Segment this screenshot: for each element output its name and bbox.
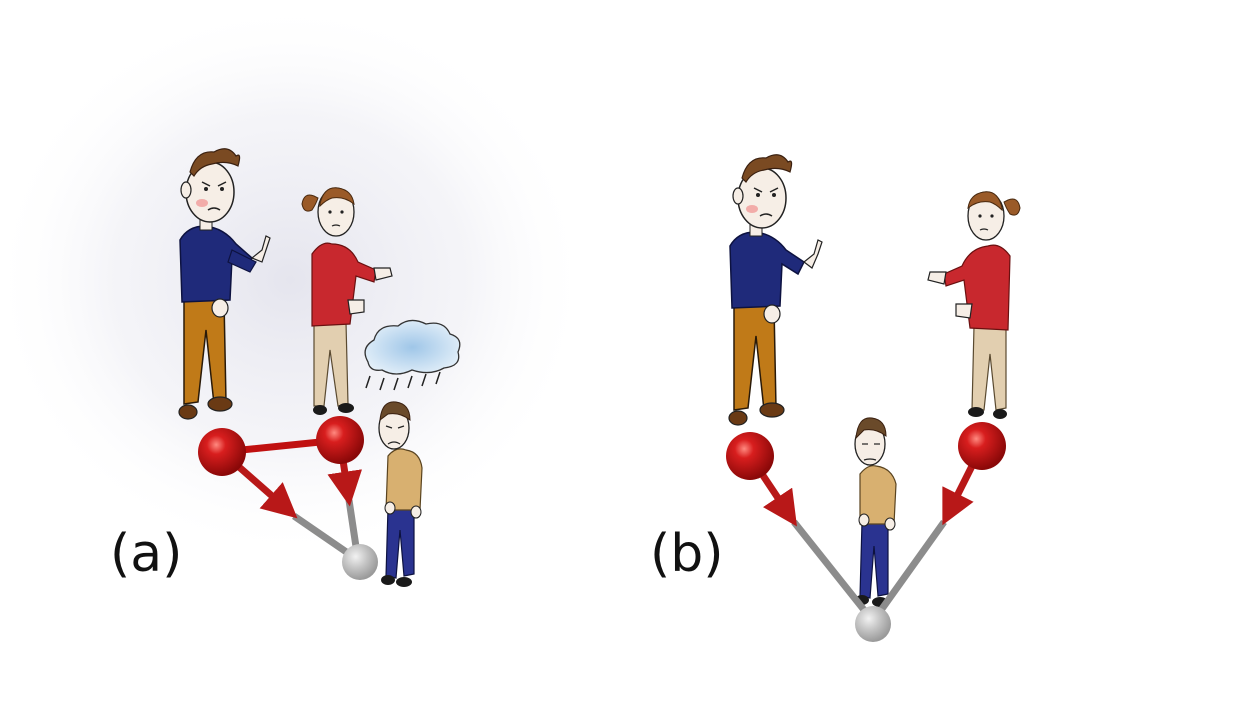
woman-figure-a [301,187,393,415]
graph-a [198,416,378,580]
panel-label-b: (b) [650,524,724,584]
node-boy [342,544,378,580]
node-woman [958,422,1006,470]
edge-man-to-boy-gray [791,519,875,623]
boy-figure-a [378,401,423,587]
man-figure-a [178,148,271,420]
panel-label-a: (a) [110,524,183,584]
woman-figure-b [927,191,1021,419]
boy-figure-b [854,417,897,607]
panel-b [726,154,1021,642]
node-man [198,428,246,476]
node-man [726,432,774,480]
graph-b [726,422,1006,642]
edge-woman-to-boy-gray [871,519,947,623]
node-woman [316,416,364,464]
man-figure-b [728,154,823,426]
rain-cloud-icon [364,319,461,391]
panel-a [178,148,461,587]
background-haze [0,0,590,560]
node-boy [855,606,891,642]
